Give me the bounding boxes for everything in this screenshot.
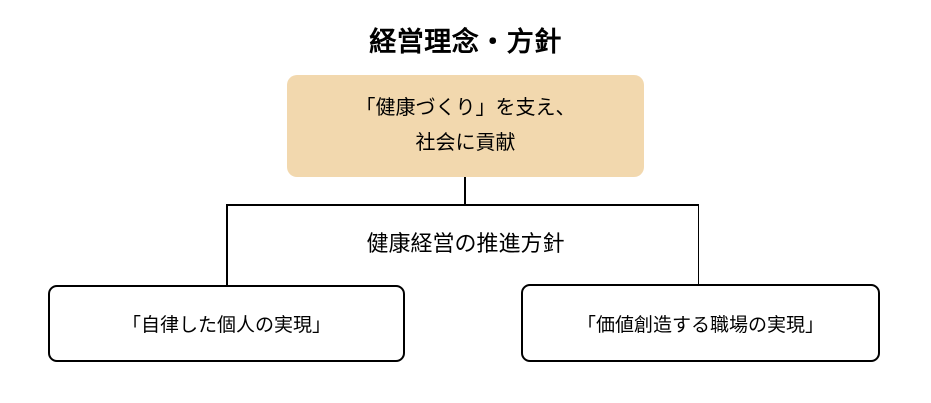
goal-box-workplace: 「価値創造する職場の実現」 [521, 284, 880, 362]
philosophy-box: 「健康づくり」を支え、 社会に貢献 [287, 75, 644, 177]
connector-stem-line [464, 177, 466, 205]
branch-label: 健康経営の推進方針 [366, 231, 565, 256]
connector-crossbar-line [226, 204, 699, 206]
connector-left-drop-line [226, 204, 228, 285]
connector-right-drop-line [697, 204, 699, 284]
philosophy-line-1: 「健康づくり」を支え、 [355, 97, 576, 119]
goal-label: 「価値創造する職場の実現」 [576, 314, 824, 336]
goal-box-individual: 「自律した個人の実現」 [48, 285, 405, 362]
diagram-title: 経営理念・方針 [369, 27, 562, 57]
philosophy-line-2: 社会に貢献 [415, 132, 516, 154]
goal-label: 「自律した個人の実現」 [121, 315, 331, 336]
